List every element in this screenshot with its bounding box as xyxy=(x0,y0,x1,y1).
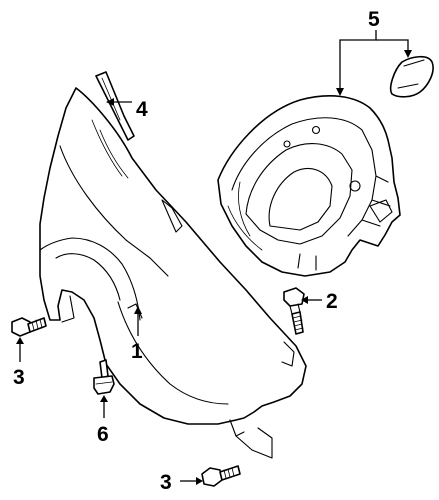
leader-1 xyxy=(134,306,142,336)
leader-3a xyxy=(16,337,24,362)
bracket-icon xyxy=(389,55,434,98)
callout-4: 4 xyxy=(136,98,148,121)
leader-3b xyxy=(180,477,203,485)
leader-6 xyxy=(100,395,108,418)
bolt-icon xyxy=(11,317,47,337)
callout-2: 2 xyxy=(326,290,338,313)
fender-liner-icon xyxy=(217,95,401,277)
bolt-icon xyxy=(201,465,241,487)
bolt-icon xyxy=(283,287,305,335)
callout-3-bottom: 3 xyxy=(160,471,172,494)
callout-6: 6 xyxy=(97,423,109,446)
push-pin-icon xyxy=(93,359,115,395)
fender-icon xyxy=(39,87,307,459)
callout-5: 5 xyxy=(368,8,380,31)
molding-icon xyxy=(95,71,135,141)
callout-3-left: 3 xyxy=(13,366,25,389)
callout-1: 1 xyxy=(131,340,143,363)
leader-5 xyxy=(336,30,412,96)
leader-4 xyxy=(106,98,132,106)
leader-2 xyxy=(301,296,322,304)
